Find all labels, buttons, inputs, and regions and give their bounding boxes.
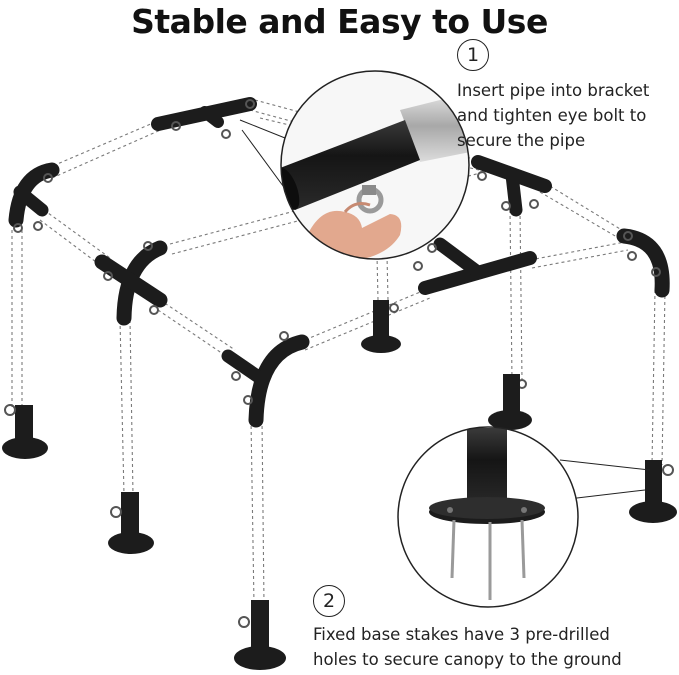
frame-bracket-icon — [8, 97, 670, 428]
step-2-description: Fixed base stakes have 3 pre-drilled hol… — [313, 622, 679, 672]
step-1-line-3: secure the pipe — [457, 131, 586, 150]
eye-bolt-icon — [13, 99, 661, 405]
step-1-line-1: Insert pipe into bracket — [457, 81, 650, 100]
step-1-line-2: and tighten eye bolt to — [457, 106, 647, 125]
zoom-base-stake — [397, 426, 579, 608]
step-2-line-1: Fixed base stakes have 3 pre-drilled — [313, 625, 610, 644]
page-title: Stable and Easy to Use — [131, 2, 548, 41]
step-1-description: Insert pipe into bracket and tighten eye… — [457, 78, 677, 153]
zoom-pipe-insertion — [280, 70, 470, 260]
callout-connectors — [239, 119, 651, 501]
step-2-line-2: holes to secure canopy to the ground — [313, 650, 622, 669]
step-1-number: 1 — [457, 39, 489, 71]
base-stake-icon — [2, 300, 677, 670]
step-2-number: 2 — [313, 585, 345, 617]
